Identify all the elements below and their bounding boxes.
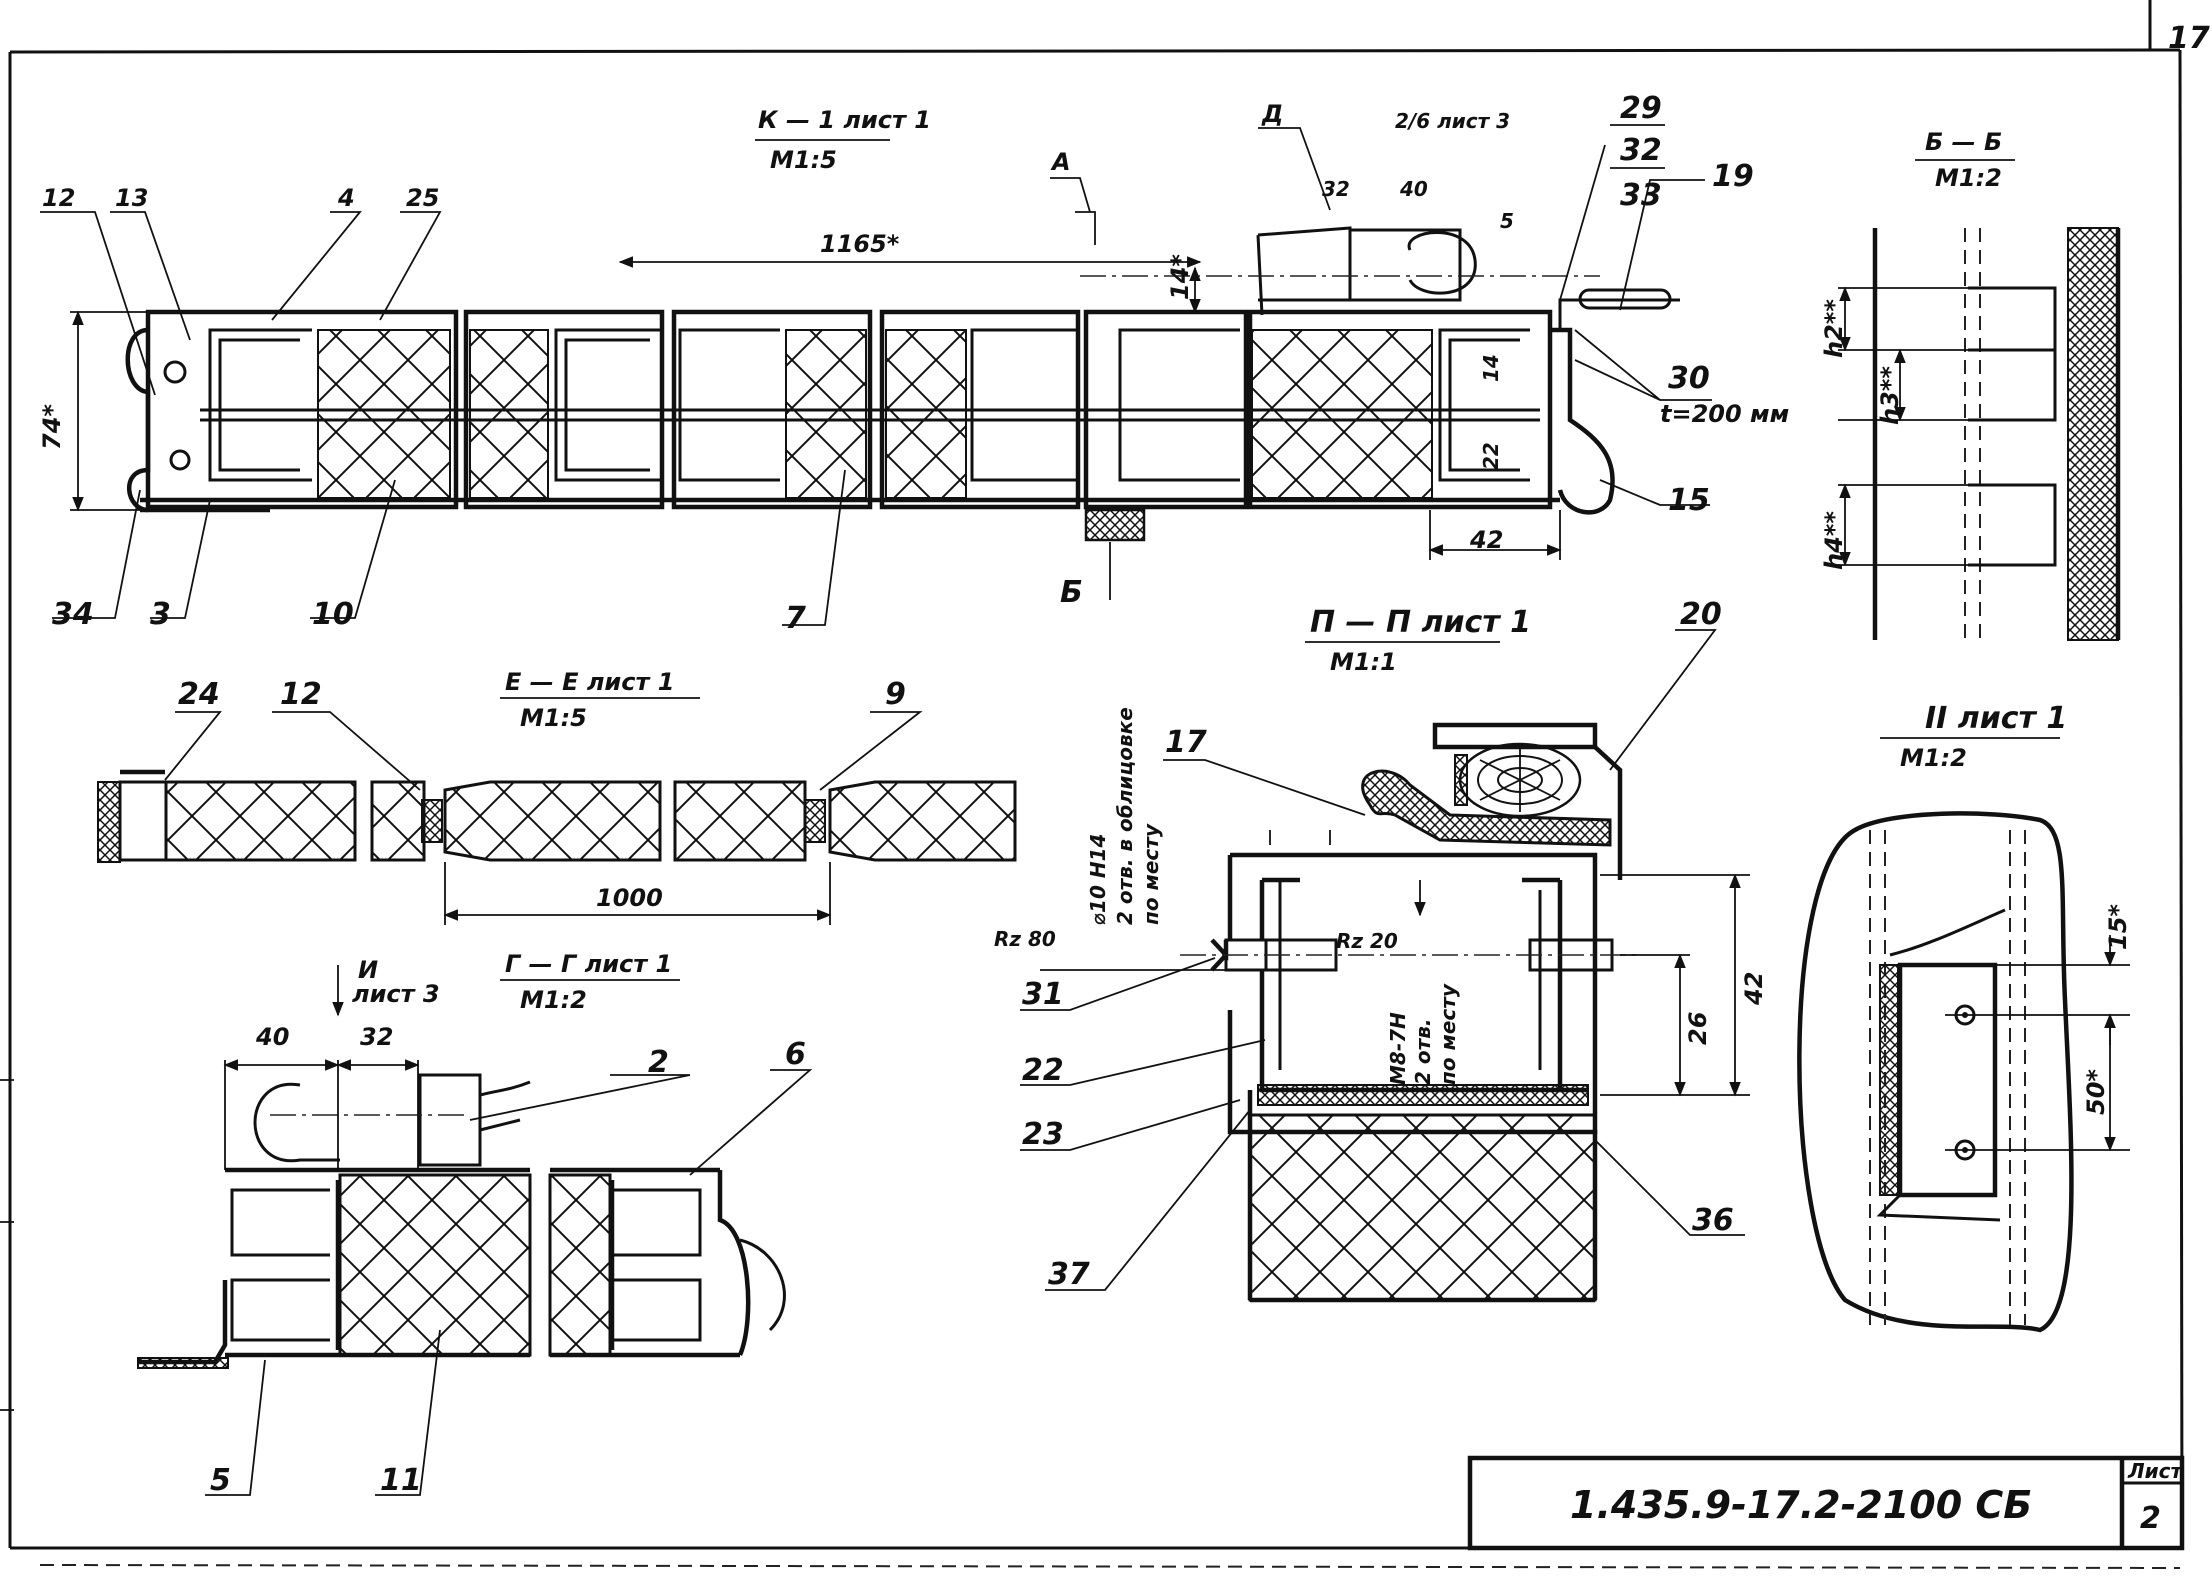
dim-height-74: 74* — [38, 404, 66, 450]
dim-40: 40 — [1399, 177, 1428, 201]
callout-sheet3-ref: 2/6 лист 3 — [1395, 109, 1510, 133]
callout-A: А — [1050, 148, 1071, 176]
pp-thread-m8: М8-7Н — [1386, 1012, 1410, 1085]
pp-rz80: Rz 80 — [994, 927, 1056, 951]
gg-view-title: Г — Г лист 1 — [505, 950, 672, 978]
callout-B: Б — [1060, 575, 1083, 610]
title-block — [1467, 1455, 2185, 1551]
pp-view-section — [1020, 629, 1750, 1303]
ii-view-section — [1797, 811, 2130, 1333]
sheet-label: Лист — [2127, 1459, 2183, 1483]
bb-view-section — [1838, 227, 2121, 641]
bb-dim-h4: h4** — [1820, 511, 1848, 570]
callout-4: 4 — [337, 184, 355, 212]
callout-pitch: t=200 мм — [1660, 400, 1789, 428]
ee-view-section — [97, 711, 1017, 925]
top-view-section — [125, 226, 1680, 542]
pp-callout-36: 36 — [1692, 1203, 1734, 1238]
callout-34: 34 — [52, 597, 94, 632]
callout-13: 13 — [115, 184, 148, 212]
gg-callout-6: 6 — [785, 1037, 806, 1072]
pp-callout-17: 17 — [1165, 725, 1207, 760]
top-view-dimensions — [70, 211, 1562, 600]
document-code: 1.435.9-17.2-2100 СБ — [1570, 1483, 2032, 1527]
pp-dim-26: 26 — [1684, 1012, 1712, 1045]
corner-page-number: 17 — [2168, 21, 2210, 56]
callout-12: 12 — [42, 184, 75, 212]
ee-callout-12: 12 — [280, 677, 322, 712]
gg-arrow-label: И — [358, 956, 378, 984]
top-view-leaders — [40, 127, 1712, 626]
bb-view-title: Б — Б — [1925, 128, 2002, 156]
dim-42: 42 — [1469, 526, 1503, 554]
gg-dim-40: 40 — [255, 1023, 289, 1051]
pp-thread-holes: 2 отв. — [1411, 1019, 1435, 1085]
pp-rz20: Rz 20 — [1336, 929, 1398, 953]
gg-callout-11: 11 — [380, 1463, 422, 1498]
callout-30: 30 — [1668, 361, 1710, 396]
pp-view-scale: М1:1 — [1330, 648, 1397, 676]
gg-arrow-sheet: лист 3 — [352, 980, 440, 1008]
dim-32: 32 — [1322, 177, 1350, 201]
callout-32: 32 — [1620, 133, 1662, 168]
ee-dim-1000: 1000 — [596, 884, 663, 912]
ii-dim-15: 15* — [2104, 904, 2132, 950]
gg-dim-32: 32 — [360, 1023, 393, 1051]
bb-view-scale: М1:2 — [1935, 164, 2002, 192]
ee-view-scale: М1:5 — [520, 704, 587, 732]
pp-note-cladding: 2 отв. в облицовке — [1113, 707, 1137, 925]
pp-callout-20: 20 — [1680, 597, 1722, 632]
pp-callout-22: 22 — [1022, 1053, 1064, 1088]
gg-view-scale: М1:2 — [520, 986, 587, 1014]
ee-callout-24: 24 — [178, 677, 220, 712]
ee-callout-9: 9 — [885, 677, 906, 712]
ii-dim-50: 50* — [2082, 1069, 2110, 1115]
callout-10: 10 — [312, 597, 354, 632]
gg-callout-2: 2 — [648, 1045, 669, 1080]
ee-view-title: Е — Е лист 1 — [505, 668, 674, 696]
ii-view-scale: М1:2 — [1900, 744, 1967, 772]
dim-14b: 14 — [1479, 354, 1503, 382]
dim-22: 22 — [1479, 442, 1503, 470]
sheet-number: 2 — [2140, 1501, 2161, 1536]
callout-33: 33 — [1620, 178, 1662, 213]
top-view-scale: М1:5 — [770, 146, 837, 174]
pp-dim-42: 42 — [1740, 972, 1768, 1006]
bb-dim-h3: h3** — [1876, 366, 1904, 425]
pp-note-hole: ⌀10 Н14 — [1086, 834, 1110, 925]
bb-dim-h2: h2** — [1820, 299, 1848, 358]
pp-thread-on-site: по месту — [1436, 983, 1460, 1085]
ii-view-title: II лист 1 — [1925, 701, 2067, 736]
pp-note-on-site: по месту — [1139, 823, 1163, 925]
callout-19: 19 — [1712, 159, 1754, 194]
top-view-title: К — 1 лист 1 — [758, 106, 931, 134]
dim-14: 14* — [1166, 254, 1194, 300]
callout-25: 25 — [406, 184, 439, 212]
callout-3: 3 — [150, 597, 171, 632]
gg-view-section — [137, 965, 813, 1496]
pp-callout-23: 23 — [1022, 1117, 1064, 1152]
dim-length-1165: 1165* — [820, 230, 900, 258]
callout-D: Д — [1261, 100, 1283, 128]
pp-view-title: П — П лист 1 — [1310, 605, 1531, 640]
callout-29: 29 — [1620, 91, 1662, 126]
callout-7: 7 — [785, 601, 806, 636]
gg-callout-5: 5 — [210, 1463, 231, 1498]
dim-5: 5 — [1500, 209, 1514, 233]
pp-callout-31: 31 — [1022, 977, 1064, 1012]
callout-15: 15 — [1668, 483, 1710, 518]
pp-callout-37: 37 — [1048, 1257, 1090, 1292]
